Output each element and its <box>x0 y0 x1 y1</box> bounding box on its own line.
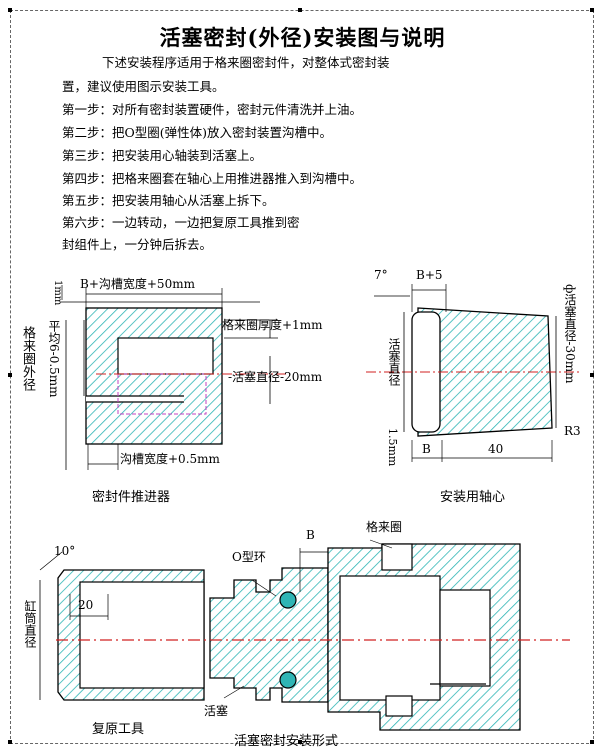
resize-handle-tl[interactable] <box>8 8 12 12</box>
fig2-radius: R3 <box>564 424 581 438</box>
fig3-caption: 活塞密封安装形式 <box>234 734 339 749</box>
resize-handle-bm[interactable] <box>298 740 302 744</box>
resize-handle-bl[interactable] <box>8 740 12 744</box>
step-1: 第一步：对所有密封装置硬件，密封元件清洗并上油。 <box>62 102 363 117</box>
fig1-outer-dia: 格来圈外径 <box>20 326 35 391</box>
fig2-right-dim: ф活塞直径-30mm <box>563 284 577 384</box>
fig3-oring: O型环 <box>232 550 266 564</box>
fig3-tool-caption: 复原工具 <box>92 722 145 737</box>
page-title: 活塞密封(外径)安装图与说明 <box>159 25 446 50</box>
fig1-ring-thickness: 格来圈厚度+1mm <box>222 318 323 332</box>
fig1-groove-width: 沟槽宽度+0.5mm <box>120 452 220 466</box>
intro-line-1: 下述安装程序适用于格来圈密封件，对整体式密封装 <box>102 55 390 70</box>
fig2-left-bottom: 1.5mm <box>386 428 399 467</box>
fig1-left-dim-top: 1mm <box>52 280 63 306</box>
page-frame <box>10 10 594 744</box>
step-4: 第四步：把格来圈套在轴心上用推进器推入到沟槽中。 <box>62 171 363 186</box>
resize-handle-ml[interactable] <box>8 373 12 377</box>
fig2-piston-dia: 活塞直径 <box>387 338 401 386</box>
resize-handle-tr[interactable] <box>590 8 594 12</box>
fig1-piston-dia: -活塞直径-20mm <box>228 370 323 384</box>
resize-handle-mr[interactable] <box>590 373 594 377</box>
intro-line-2: 置，建议使用图示安装工具。 <box>62 79 225 94</box>
fig2-b: B <box>422 442 431 456</box>
step-6: 第六步：一边转动，一边把复原工具推到密 <box>62 215 300 230</box>
fig1-avg-dim: 平均6-0.5mm <box>47 320 61 398</box>
fig2-b-plus: B+5 <box>416 268 443 282</box>
step-5: 第五步：把安装用轴心从活塞上拆下。 <box>62 193 275 208</box>
fig3-length: 20 <box>78 598 94 612</box>
piston-drawing <box>209 567 329 703</box>
fig2-caption: 安装用轴心 <box>440 490 506 505</box>
seal-pusher-drawing <box>60 285 290 470</box>
fig1-caption: 密封件推进器 <box>92 490 171 505</box>
fig3-piston: 活塞 <box>204 704 229 718</box>
fig3-b: B <box>306 528 315 542</box>
resize-handle-br[interactable] <box>590 740 594 744</box>
step-3: 第三步：把安装用心轴装到活塞上。 <box>62 148 263 163</box>
fig3-glyd-ring: 格来圈 <box>366 520 403 534</box>
fig1-top-dim: B+沟槽宽度+50mm <box>80 277 195 291</box>
fig2-angle: 7° <box>374 268 388 282</box>
cylinder-drawing <box>327 543 521 731</box>
fig3-angle: 10° <box>54 544 76 558</box>
mandrel-drawing <box>366 284 582 462</box>
resize-handle-tm[interactable] <box>298 8 302 12</box>
step-6-cont: 封组件上，一分钟后拆去。 <box>62 237 213 252</box>
step-2: 第二步：把O型圈(弹性体)放入密封装置沟槽中。 <box>62 125 333 140</box>
fig2-length: 40 <box>488 442 504 456</box>
fig3-cyl-dia: 缸筒直径 <box>23 600 37 648</box>
restore-tool-drawing <box>39 551 205 701</box>
